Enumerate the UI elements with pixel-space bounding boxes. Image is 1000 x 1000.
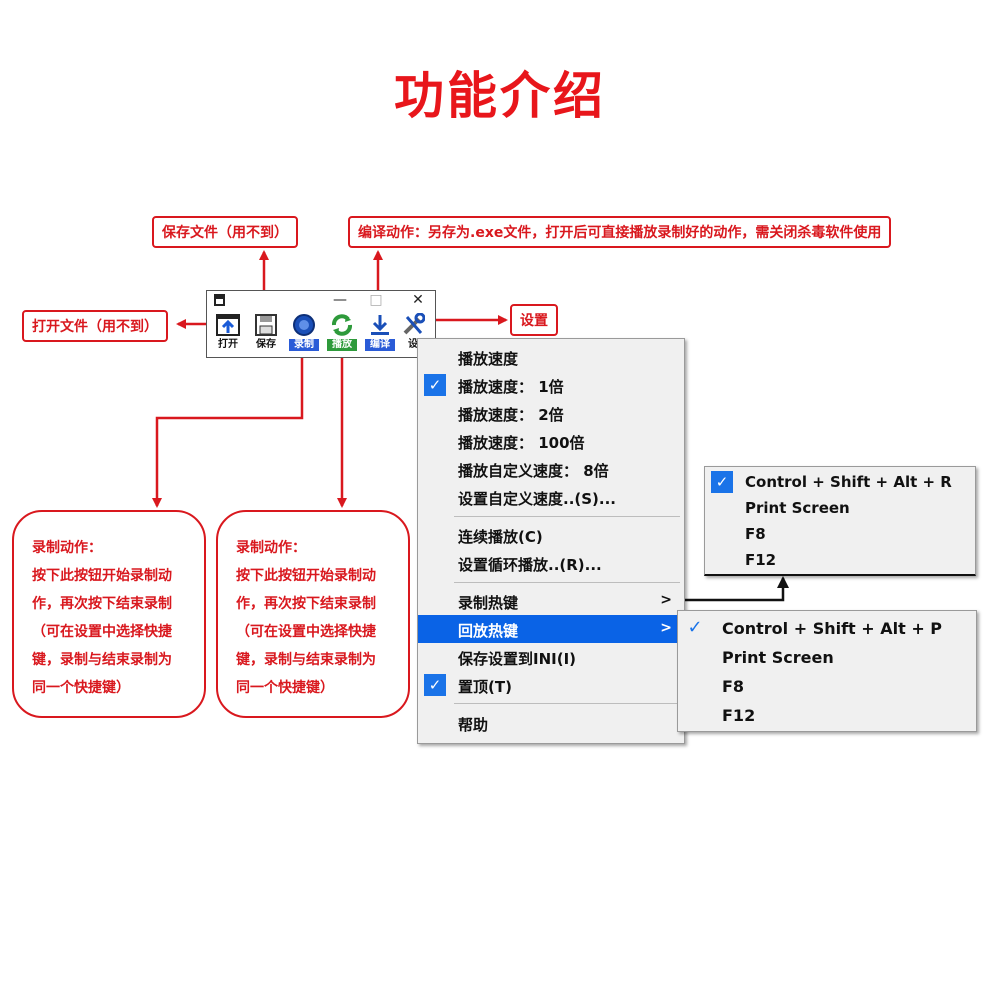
menu-item-label: 帮助 <box>458 716 489 734</box>
menu-item-label: 播放速度： 1倍 <box>458 378 564 396</box>
maximize-button[interactable]: □ <box>369 292 383 308</box>
play-bubble-title: 录制动作： <box>236 540 306 556</box>
chevron-right-icon: > <box>660 592 672 608</box>
record-hotkey-label: Print Screen <box>745 499 850 517</box>
check-icon: ✓ <box>424 374 446 396</box>
menu-item-label: 置顶(T) <box>458 678 512 696</box>
record-hotkey-option[interactable]: ✓ Control + Shift + Alt + R <box>705 469 975 495</box>
callout-compile: 编译动作：另存为.exe文件，打开后可直接播放录制好的动作，需关闭杀毒软件使用 <box>348 216 892 248</box>
record-bubble-line: 键，录制与结束录制为 <box>32 652 172 668</box>
save-icon <box>255 314 277 336</box>
record-hotkey-option[interactable]: Print Screen <box>705 495 975 521</box>
play-button[interactable]: 播放 <box>327 313 357 355</box>
save-label: 保存 <box>256 339 276 350</box>
menu-item-label: 播放自定义速度： 8倍 <box>458 462 609 480</box>
play-icon <box>332 314 352 336</box>
check-icon: ✓ <box>711 471 733 493</box>
menu-item-continuous-play[interactable]: 连续播放(C) <box>418 521 684 549</box>
compile-label: 编译 <box>365 339 395 351</box>
playback-hotkey-option[interactable]: F12 <box>678 701 976 730</box>
record-bubble-line: 同一个快捷键） <box>32 680 130 696</box>
playback-hotkey-submenu: ✓ Control + Shift + Alt + P Print Screen… <box>677 610 977 732</box>
settings-button[interactable]: 设 <box>401 313 425 355</box>
open-label: 打开 <box>218 339 238 350</box>
play-bubble-line: 按下此按钮开始录制动 <box>236 568 376 584</box>
menu-separator <box>454 582 680 583</box>
record-bubble-line: （可在设置中选择快捷 <box>32 624 172 640</box>
menu-item-play-speed[interactable]: 播放速度 <box>418 343 684 371</box>
record-hotkey-label: F12 <box>745 551 777 569</box>
menu-item-playback-hotkey[interactable]: 回放热键 > <box>418 615 684 643</box>
record-bubble-line: 按下此按钮开始录制动 <box>32 568 172 584</box>
arrow-record <box>152 356 304 508</box>
menu-item-custom-speed[interactable]: 播放自定义速度： 8倍 <box>418 455 684 483</box>
playback-hotkey-option[interactable]: ✓ Control + Shift + Alt + P <box>678 614 976 643</box>
settings-menu: 播放速度 ✓ 播放速度： 1倍 播放速度： 2倍 播放速度： 100倍 播放自定… <box>417 338 685 744</box>
playback-hotkey-label: F8 <box>722 677 745 696</box>
record-label: 录制 <box>289 339 319 351</box>
menu-item-label: 保存设置到INI(I) <box>458 650 577 668</box>
playback-hotkey-label: F12 <box>722 706 756 725</box>
record-hotkey-submenu: ✓ Control + Shift + Alt + R Print Screen… <box>704 466 976 576</box>
menu-item-set-custom-speed[interactable]: 设置自定义速度..(S)... <box>418 483 684 511</box>
menu-item-label: 播放速度 <box>458 350 519 368</box>
open-icon <box>216 314 240 336</box>
callout-save: 保存文件（用不到） <box>152 216 298 248</box>
arrow-record-hotkey <box>676 576 789 602</box>
play-bubble-line: 作，再次按下结束录制 <box>236 596 376 612</box>
play-bubble-line: （可在设置中选择快捷 <box>236 624 376 640</box>
play-label: 播放 <box>327 339 357 351</box>
playback-hotkey-label: Print Screen <box>722 648 834 667</box>
compile-icon <box>371 315 389 335</box>
callout-settings: 设置 <box>510 304 558 336</box>
menu-item-record-hotkey[interactable]: 录制热键 > <box>418 587 684 615</box>
record-button[interactable]: 录制 <box>289 313 319 355</box>
playback-hotkey-option[interactable]: F8 <box>678 672 976 701</box>
play-description-bubble: 录制动作： 按下此按钮开始录制动 作，再次按下结束录制 （可在设置中选择快捷 键… <box>216 510 410 718</box>
menu-item-loop-play[interactable]: 设置循环播放..(R)... <box>418 549 684 577</box>
menu-item-save-ini[interactable]: 保存设置到INI(I) <box>418 643 684 671</box>
menu-separator <box>454 516 680 517</box>
compile-button[interactable]: 编译 <box>365 313 395 355</box>
settings-label: 设 <box>408 339 418 350</box>
check-icon: ✓ <box>424 674 446 696</box>
play-bubble-line: 同一个快捷键） <box>236 680 334 696</box>
settings-icon <box>403 313 425 335</box>
minimize-button[interactable]: — <box>333 292 347 308</box>
app-window: — □ ✕ 打开 保存 录制 播放 <box>206 290 436 358</box>
close-button[interactable]: ✕ <box>412 292 424 308</box>
record-hotkey-label: F8 <box>745 525 766 543</box>
menu-item-speed-100x[interactable]: 播放速度： 100倍 <box>418 427 684 455</box>
menu-item-speed-1x[interactable]: ✓ 播放速度： 1倍 <box>418 371 684 399</box>
play-bubble-line: 键，录制与结束录制为 <box>236 652 376 668</box>
record-bubble-title: 录制动作： <box>32 540 102 556</box>
menu-separator <box>454 703 680 704</box>
menu-item-help[interactable]: 帮助 <box>418 709 684 737</box>
record-hotkey-option[interactable]: F8 <box>705 521 975 547</box>
menu-item-label: 回放热键 <box>458 622 519 640</box>
menu-item-label: 播放速度： 100倍 <box>458 434 585 452</box>
app-icon <box>214 294 225 306</box>
menu-item-always-on-top[interactable]: ✓ 置顶(T) <box>418 671 684 699</box>
menu-item-label: 录制热键 <box>458 594 519 612</box>
menu-item-label: 连续播放(C) <box>458 528 543 546</box>
menu-item-speed-2x[interactable]: 播放速度： 2倍 <box>418 399 684 427</box>
callout-open: 打开文件（用不到） <box>22 310 168 342</box>
playback-hotkey-label: Control + Shift + Alt + P <box>722 619 943 638</box>
save-button[interactable]: 保存 <box>251 313 281 355</box>
record-hotkey-option[interactable]: F12 <box>705 547 975 573</box>
record-icon <box>293 314 315 336</box>
playback-hotkey-option[interactable]: Print Screen <box>678 643 976 672</box>
record-description-bubble: 录制动作： 按下此按钮开始录制动 作，再次按下结束录制 （可在设置中选择快捷 键… <box>12 510 206 718</box>
record-bubble-line: 作，再次按下结束录制 <box>32 596 172 612</box>
record-hotkey-label: Control + Shift + Alt + R <box>745 473 952 491</box>
open-button[interactable]: 打开 <box>213 313 243 355</box>
chevron-right-icon: > <box>660 620 672 636</box>
menu-item-label: 播放速度： 2倍 <box>458 406 564 424</box>
check-icon: ✓ <box>687 617 703 638</box>
menu-item-label: 设置循环播放..(R)... <box>458 556 602 574</box>
menu-item-label: 设置自定义速度..(S)... <box>458 490 617 508</box>
page-title: 功能介绍 <box>394 67 606 125</box>
